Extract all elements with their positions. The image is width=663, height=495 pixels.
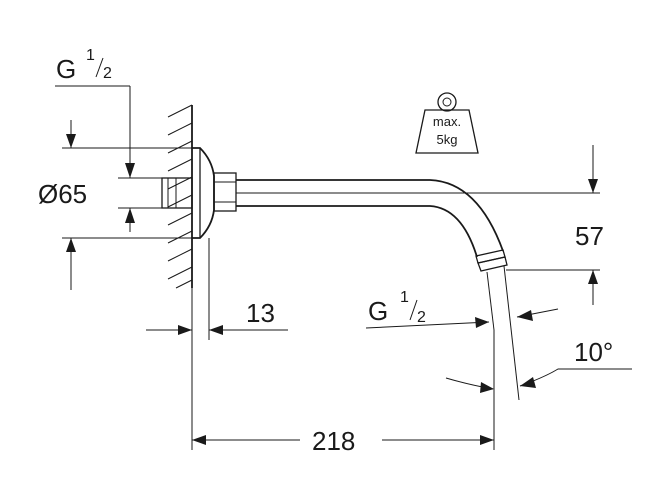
diameter-label: Ø65	[38, 179, 87, 209]
outlet-thread	[475, 249, 520, 401]
thread-outlet-denominator: 2	[417, 309, 426, 326]
angle-dimension: 10°	[445, 337, 632, 393]
flange-depth-label: 13	[246, 298, 275, 328]
flange-depth-dimension: 13	[146, 238, 288, 340]
shower-arm	[236, 179, 504, 258]
thread-top-denominator: 2	[103, 65, 112, 82]
wall	[167, 104, 193, 289]
angle-label: 10°	[574, 337, 613, 367]
weight-line1: max.	[433, 114, 461, 129]
thread-top-numerator: 1	[86, 47, 95, 64]
weight-line2: 5kg	[437, 132, 458, 147]
thread-top-dimension: G 1 2	[55, 47, 162, 232]
diameter-dimension: Ø65	[38, 120, 192, 290]
height-label: 57	[575, 221, 604, 251]
thread-outlet-dimension: G 1 2	[365, 289, 559, 329]
thread-outlet-base: G	[368, 296, 388, 326]
wall-hatching	[167, 104, 193, 289]
wall-flange	[192, 147, 215, 239]
height-dimension: 57	[236, 145, 604, 305]
thread-top-base: G	[56, 54, 76, 84]
length-dimension: 218	[191, 288, 495, 456]
thread-outlet-numerator: 1	[400, 289, 409, 306]
length-label: 218	[312, 426, 355, 456]
wall-connector	[161, 177, 193, 209]
arm-nut	[213, 172, 237, 212]
weight-icon: max. 5kg	[415, 92, 479, 154]
